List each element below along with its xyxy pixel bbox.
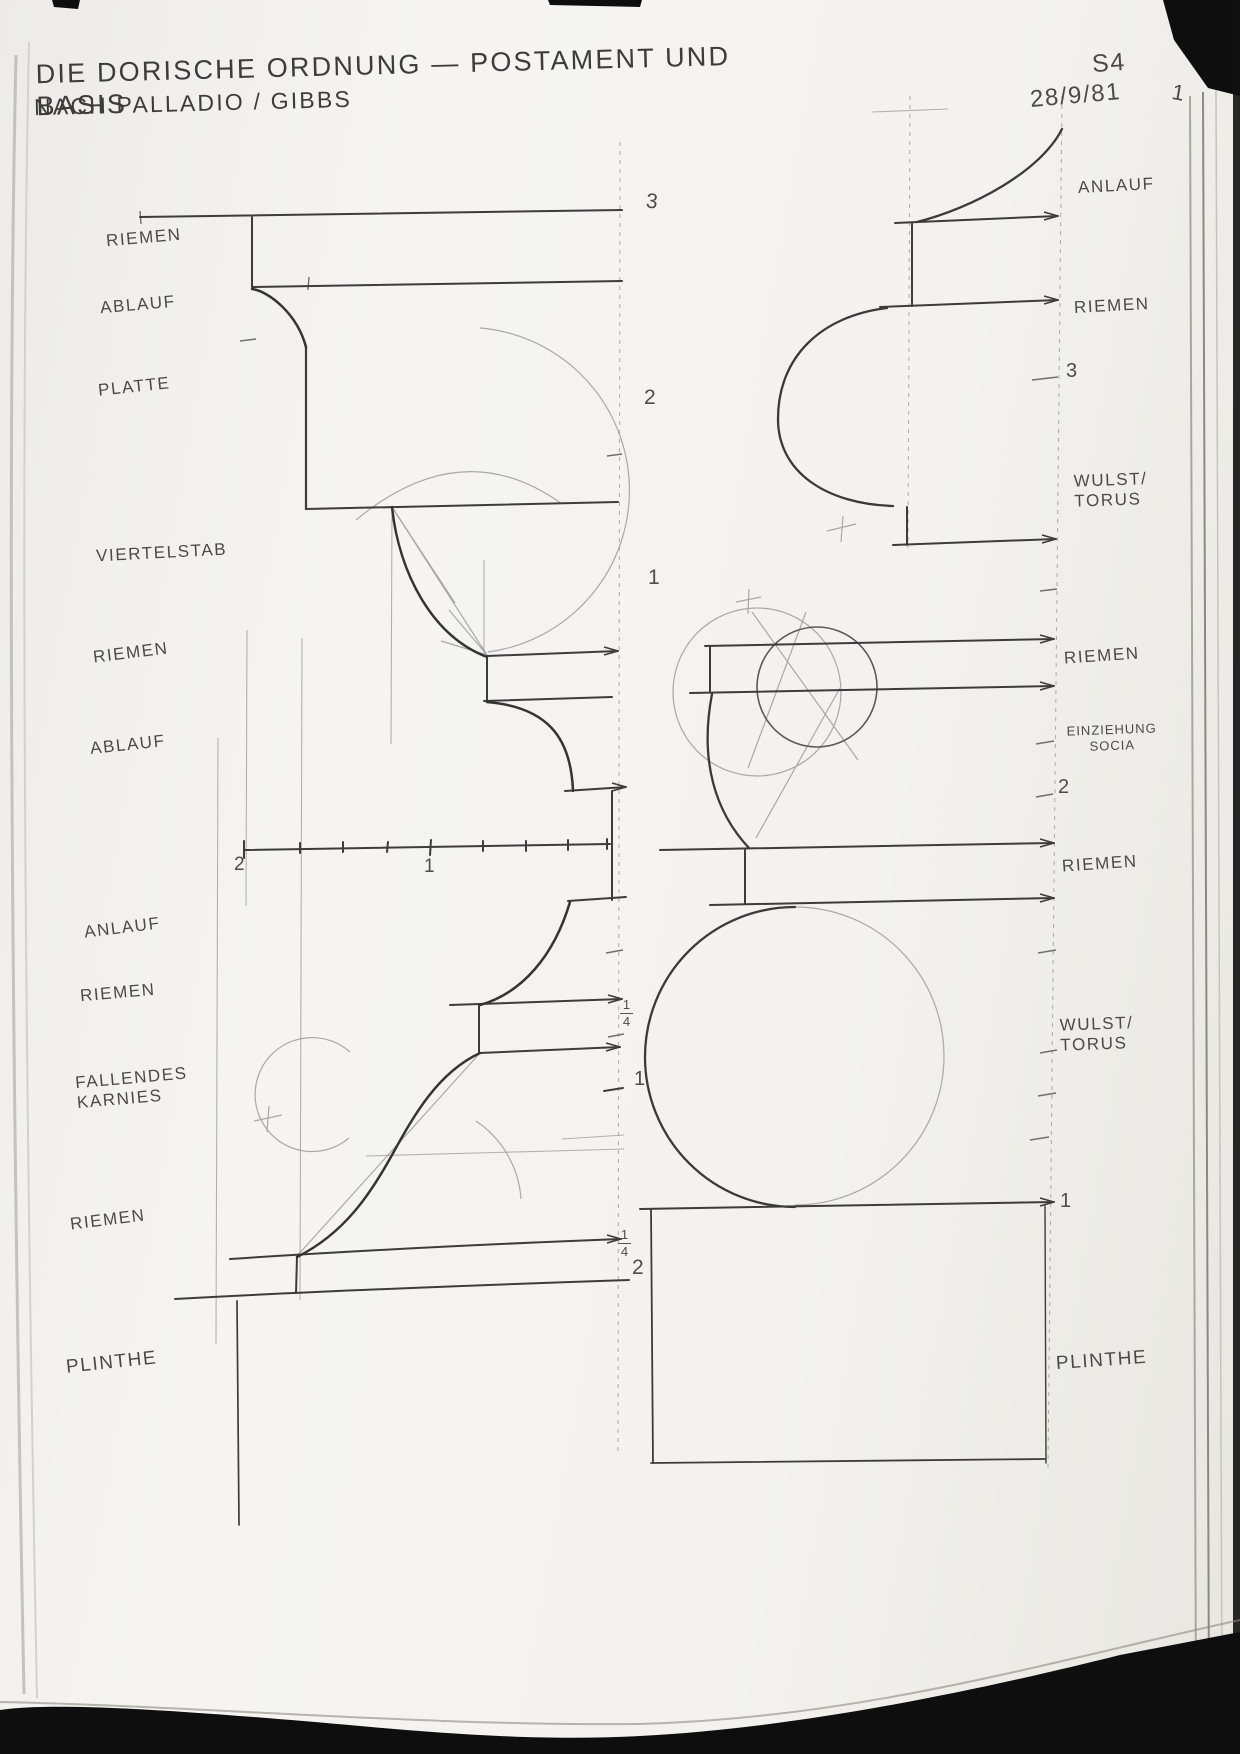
- right-axis-mark-1: 1: [1060, 1190, 1072, 1212]
- axis-mark-2-bottom: 2: [632, 1256, 644, 1279]
- fraction-bar: [618, 1242, 631, 1244]
- axis-mark-quarter-lower: 1 4: [618, 1228, 631, 1258]
- label-einziehung-socia: EINZIEHUNG SOCIA: [1066, 720, 1158, 755]
- tick-marks: [139, 210, 1059, 1141]
- axis-mark-3-top: 3: [644, 189, 659, 214]
- scalebar-mark-2: 2: [234, 854, 245, 875]
- axis-mark-quarter-upper: 1 4: [620, 998, 633, 1028]
- axis-mark-2-mid: 2: [644, 386, 656, 409]
- right-axis-mark-2: 2: [1058, 776, 1070, 798]
- fraction-denominator: 4: [622, 1014, 631, 1029]
- axis-mark-1-lower: 1: [634, 1068, 646, 1090]
- label-wulst-torus-1: WULST/ TORUS: [1073, 469, 1148, 512]
- right-profile-curves: [643, 127, 1064, 1209]
- fraction-numerator: 1: [622, 997, 631, 1012]
- axis-mark-1-low: 1: [648, 566, 660, 589]
- fraction-numerator: 1: [620, 1227, 629, 1242]
- fraction-denominator: 4: [620, 1244, 629, 1259]
- right-axis-mark-3: 3: [1066, 360, 1078, 382]
- scalebar-mark-1: 1: [424, 856, 435, 877]
- guide-lines: [215, 95, 1063, 1469]
- construction-lines: [253, 327, 945, 1257]
- label-anlauf-right: ANLAUF: [1077, 174, 1156, 197]
- scotia-construction-circle: [756, 626, 878, 748]
- dimension-arrowheads: [603, 211, 1059, 1244]
- label-riemen-r1: RIEMEN: [1073, 294, 1151, 317]
- left-profile-curves: [250, 287, 575, 1259]
- right-profile-drawing: [639, 215, 1059, 1464]
- label-wulst-torus-2: WULST/ TORUS: [1059, 1013, 1134, 1056]
- sheet-code: S4: [1091, 47, 1127, 79]
- left-profile-drawing: [139, 209, 630, 1526]
- fraction-bar: [620, 1012, 633, 1014]
